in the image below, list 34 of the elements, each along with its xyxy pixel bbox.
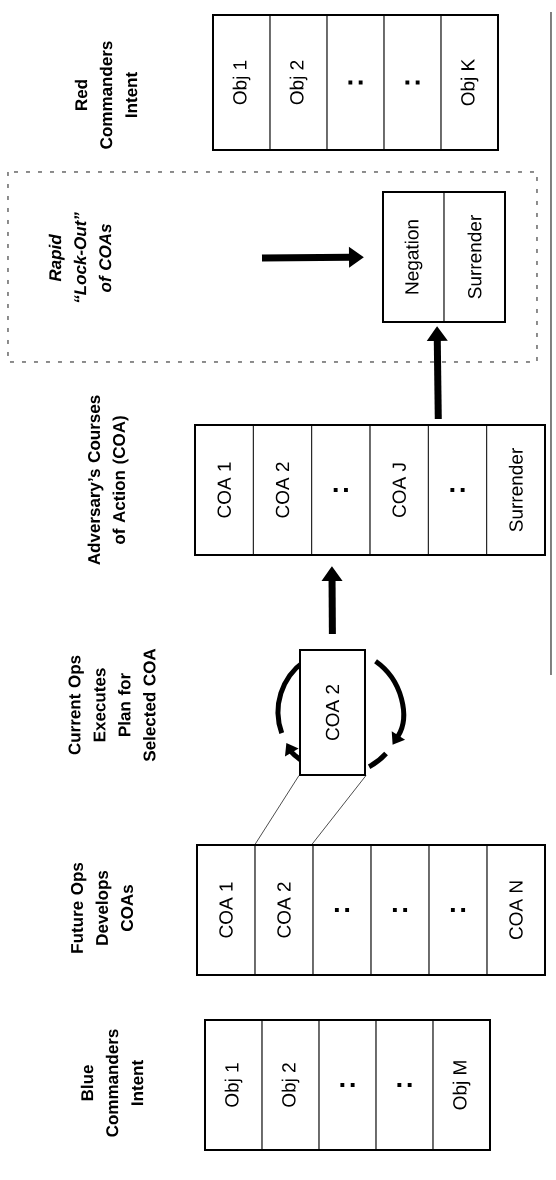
region-heading: Rapid “Lock-Out” of COAs [48,212,112,303]
column-heading: Adversary’s Courses of Action (COA) [87,395,129,565]
list-cell: Negation [382,191,445,323]
connector-line [254,775,300,845]
list-cell: : [428,844,488,976]
list-cell: : [318,1019,377,1151]
list-cell: COA J [369,424,429,556]
list-cell: : [312,844,372,976]
list-cell: COA N [486,844,546,976]
list-cell: Obj 1 [212,14,271,151]
list-cell: COA 1 [196,844,256,976]
column-heading: Current Ops Executes Plan for Selected COA [68,648,156,762]
list-cell: Obj 1 [204,1019,263,1151]
list-box [382,191,506,323]
list-cell: COA 2 [254,844,314,976]
list-cell: : [326,14,385,151]
list-cell: Obj M [432,1019,491,1151]
column-heading: Future Ops Develops COAs [71,862,133,953]
column-heading: Blue Commanders Intent [80,1029,144,1137]
list-cell: : [375,1019,434,1151]
list-cell: Obj 2 [261,1019,320,1151]
selected-coa-box: COA 2 [299,649,366,776]
list-cell: Obj 2 [269,14,328,151]
list-cell: Surrender [443,191,506,323]
list-cell: : [311,424,371,556]
connector-line [311,775,367,845]
list-cell: : [383,14,442,151]
list-cell: : [428,424,487,556]
column-heading: Red Commanders Intent [74,41,138,149]
list-cell: COA 1 [194,424,254,556]
list-cell: Obj K [440,14,499,151]
list-cell: COA 2 [253,424,312,556]
list-cell: Surrender [486,424,546,556]
list-cell: : [370,844,430,976]
